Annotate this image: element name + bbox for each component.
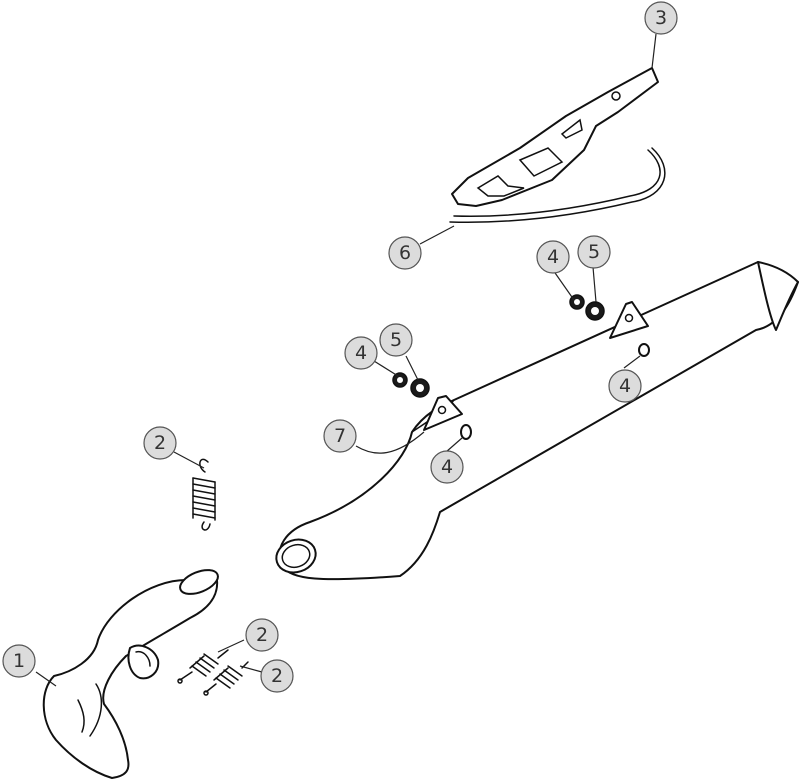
svg-text:1: 1 (13, 650, 25, 672)
callout-6: 6 (388, 236, 422, 270)
callout-2-middle: 2 (245, 618, 279, 652)
callout-4-right: 4 (608, 369, 642, 403)
silencer-muffler (275, 261, 799, 581)
svg-text:4: 4 (355, 342, 367, 364)
leader-lines (35, 33, 657, 687)
callout-4-upper: 4 (536, 240, 570, 274)
svg-text:6: 6 (399, 242, 411, 264)
svg-text:2: 2 (271, 665, 283, 687)
spring-middle (177, 649, 229, 684)
callout-7: 7 (323, 419, 357, 453)
callout-5-lower: 5 (379, 323, 413, 357)
svg-text:2: 2 (256, 624, 268, 646)
svg-text:5: 5 (390, 329, 402, 351)
svg-text:3: 3 (655, 7, 667, 29)
washer-lower (392, 372, 408, 388)
spring-top (192, 458, 216, 531)
svg-text:5: 5 (588, 241, 600, 263)
callout-5-upper: 5 (577, 235, 611, 269)
callout-2-lower: 2 (260, 659, 294, 693)
spring-lower (203, 661, 249, 696)
svg-text:2: 2 (154, 432, 166, 454)
svg-text:4: 4 (619, 375, 631, 397)
svg-text:7: 7 (334, 425, 346, 447)
callout-4-center: 4 (430, 450, 464, 484)
grommet-upper (585, 301, 605, 321)
header-pipe (42, 569, 219, 779)
svg-text:4: 4 (547, 246, 559, 268)
svg-text:4: 4 (441, 456, 453, 478)
callout-1: 1 (2, 644, 36, 678)
heat-shield-bracket (451, 67, 659, 207)
callout-4-lower-left: 4 (344, 336, 378, 370)
callout-2-top: 2 (143, 426, 177, 460)
grommet-lower (410, 378, 430, 398)
callout-3: 3 (644, 1, 678, 35)
shield-seal-wire (449, 147, 666, 223)
